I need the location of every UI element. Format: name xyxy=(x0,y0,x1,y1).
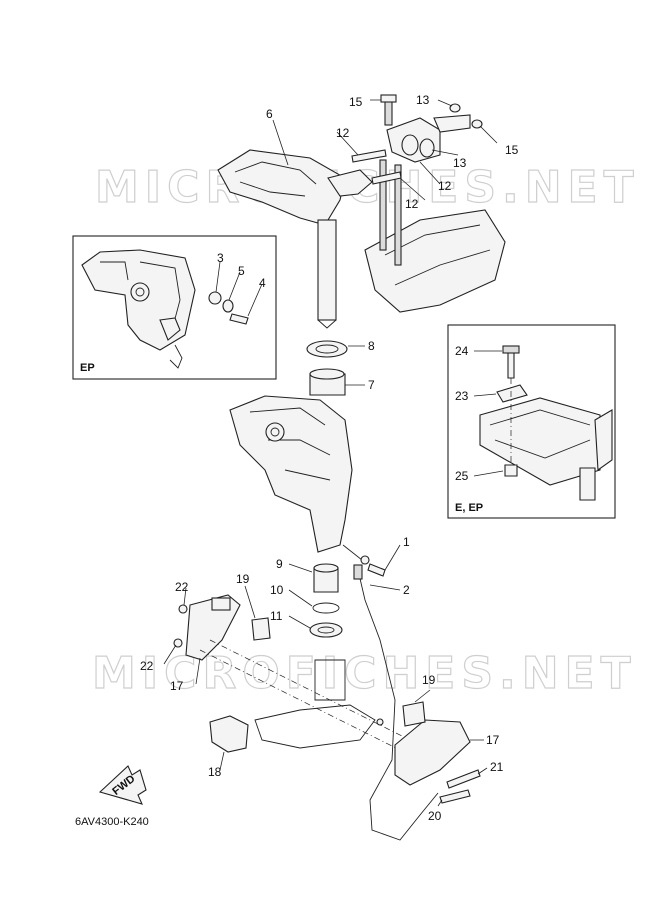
callout-10: 10 xyxy=(270,583,284,597)
callout-11: 11 xyxy=(270,609,283,623)
bushings-upper: 8 7 xyxy=(306,339,375,396)
callout-12a: 12 xyxy=(336,126,350,140)
callout-20: 20 xyxy=(428,809,442,823)
inset-label-e-ep: E, EP xyxy=(455,502,483,514)
diagram-code: 6AV4300-K240 xyxy=(75,816,149,828)
watermark-top: MICROFICHES.NET xyxy=(95,162,640,213)
tilt-tube-line-2 xyxy=(209,639,421,746)
tilt-tube-line-1 xyxy=(199,649,411,756)
callout-22a: 22 xyxy=(175,580,189,594)
lower-case-outline xyxy=(254,704,376,749)
inset-box-ep: 3 5 4 EP xyxy=(72,235,277,380)
callout-14: 13 xyxy=(453,156,467,170)
swivel-bracket: 1 xyxy=(229,395,410,577)
thrust-pad: 18 xyxy=(208,715,249,779)
callout-15b: 15 xyxy=(505,143,519,157)
callout-16: 15 xyxy=(349,95,363,109)
callout-24: 24 xyxy=(455,344,469,358)
callout-21: 21 xyxy=(490,760,504,774)
steering-bracket: 6 xyxy=(217,107,373,329)
callout-19a: 19 xyxy=(236,572,250,586)
callout-17b: 17 xyxy=(486,733,500,747)
callout-25: 25 xyxy=(455,469,469,483)
callout-19b: 19 xyxy=(422,673,436,687)
callout-17a: 17 xyxy=(170,679,184,693)
fwd-arrow: FWD xyxy=(98,765,147,805)
inset-box-e-ep: 24 23 25 E, EP xyxy=(447,324,616,519)
callout-8: 8 xyxy=(368,339,375,353)
callout-7: 7 xyxy=(368,378,375,392)
ground-lead: 2 xyxy=(353,564,439,841)
callout-12b: 12 xyxy=(405,197,419,211)
bushings-lower: 9 10 11 xyxy=(270,557,343,638)
engine-mount-plate xyxy=(364,159,506,313)
callout-9: 9 xyxy=(276,557,283,571)
clamp-assembly: 12 12 15 13 13 12 15 xyxy=(336,93,519,211)
callout-22b: 22 xyxy=(140,659,154,673)
callout-1: 1 xyxy=(403,535,410,549)
callout-15a: 13 xyxy=(416,93,430,107)
callout-4: 4 xyxy=(259,276,266,290)
callout-18: 18 xyxy=(208,765,222,779)
callout-13: 12 xyxy=(438,179,452,193)
watermark-bottom: MICROFICHES.NET xyxy=(92,648,637,699)
clamp-bracket-left: 22 22 17 19 xyxy=(140,572,271,693)
clamp-bracket-right: 19 17 21 20 xyxy=(376,673,504,823)
callout-6: 6 xyxy=(266,107,273,121)
inset-label-ep: EP xyxy=(80,362,95,374)
callout-3: 3 xyxy=(217,251,224,265)
callout-23: 23 xyxy=(455,389,469,403)
lower-case-center xyxy=(314,659,346,701)
callout-5: 5 xyxy=(238,264,245,278)
callout-2: 2 xyxy=(403,583,410,597)
